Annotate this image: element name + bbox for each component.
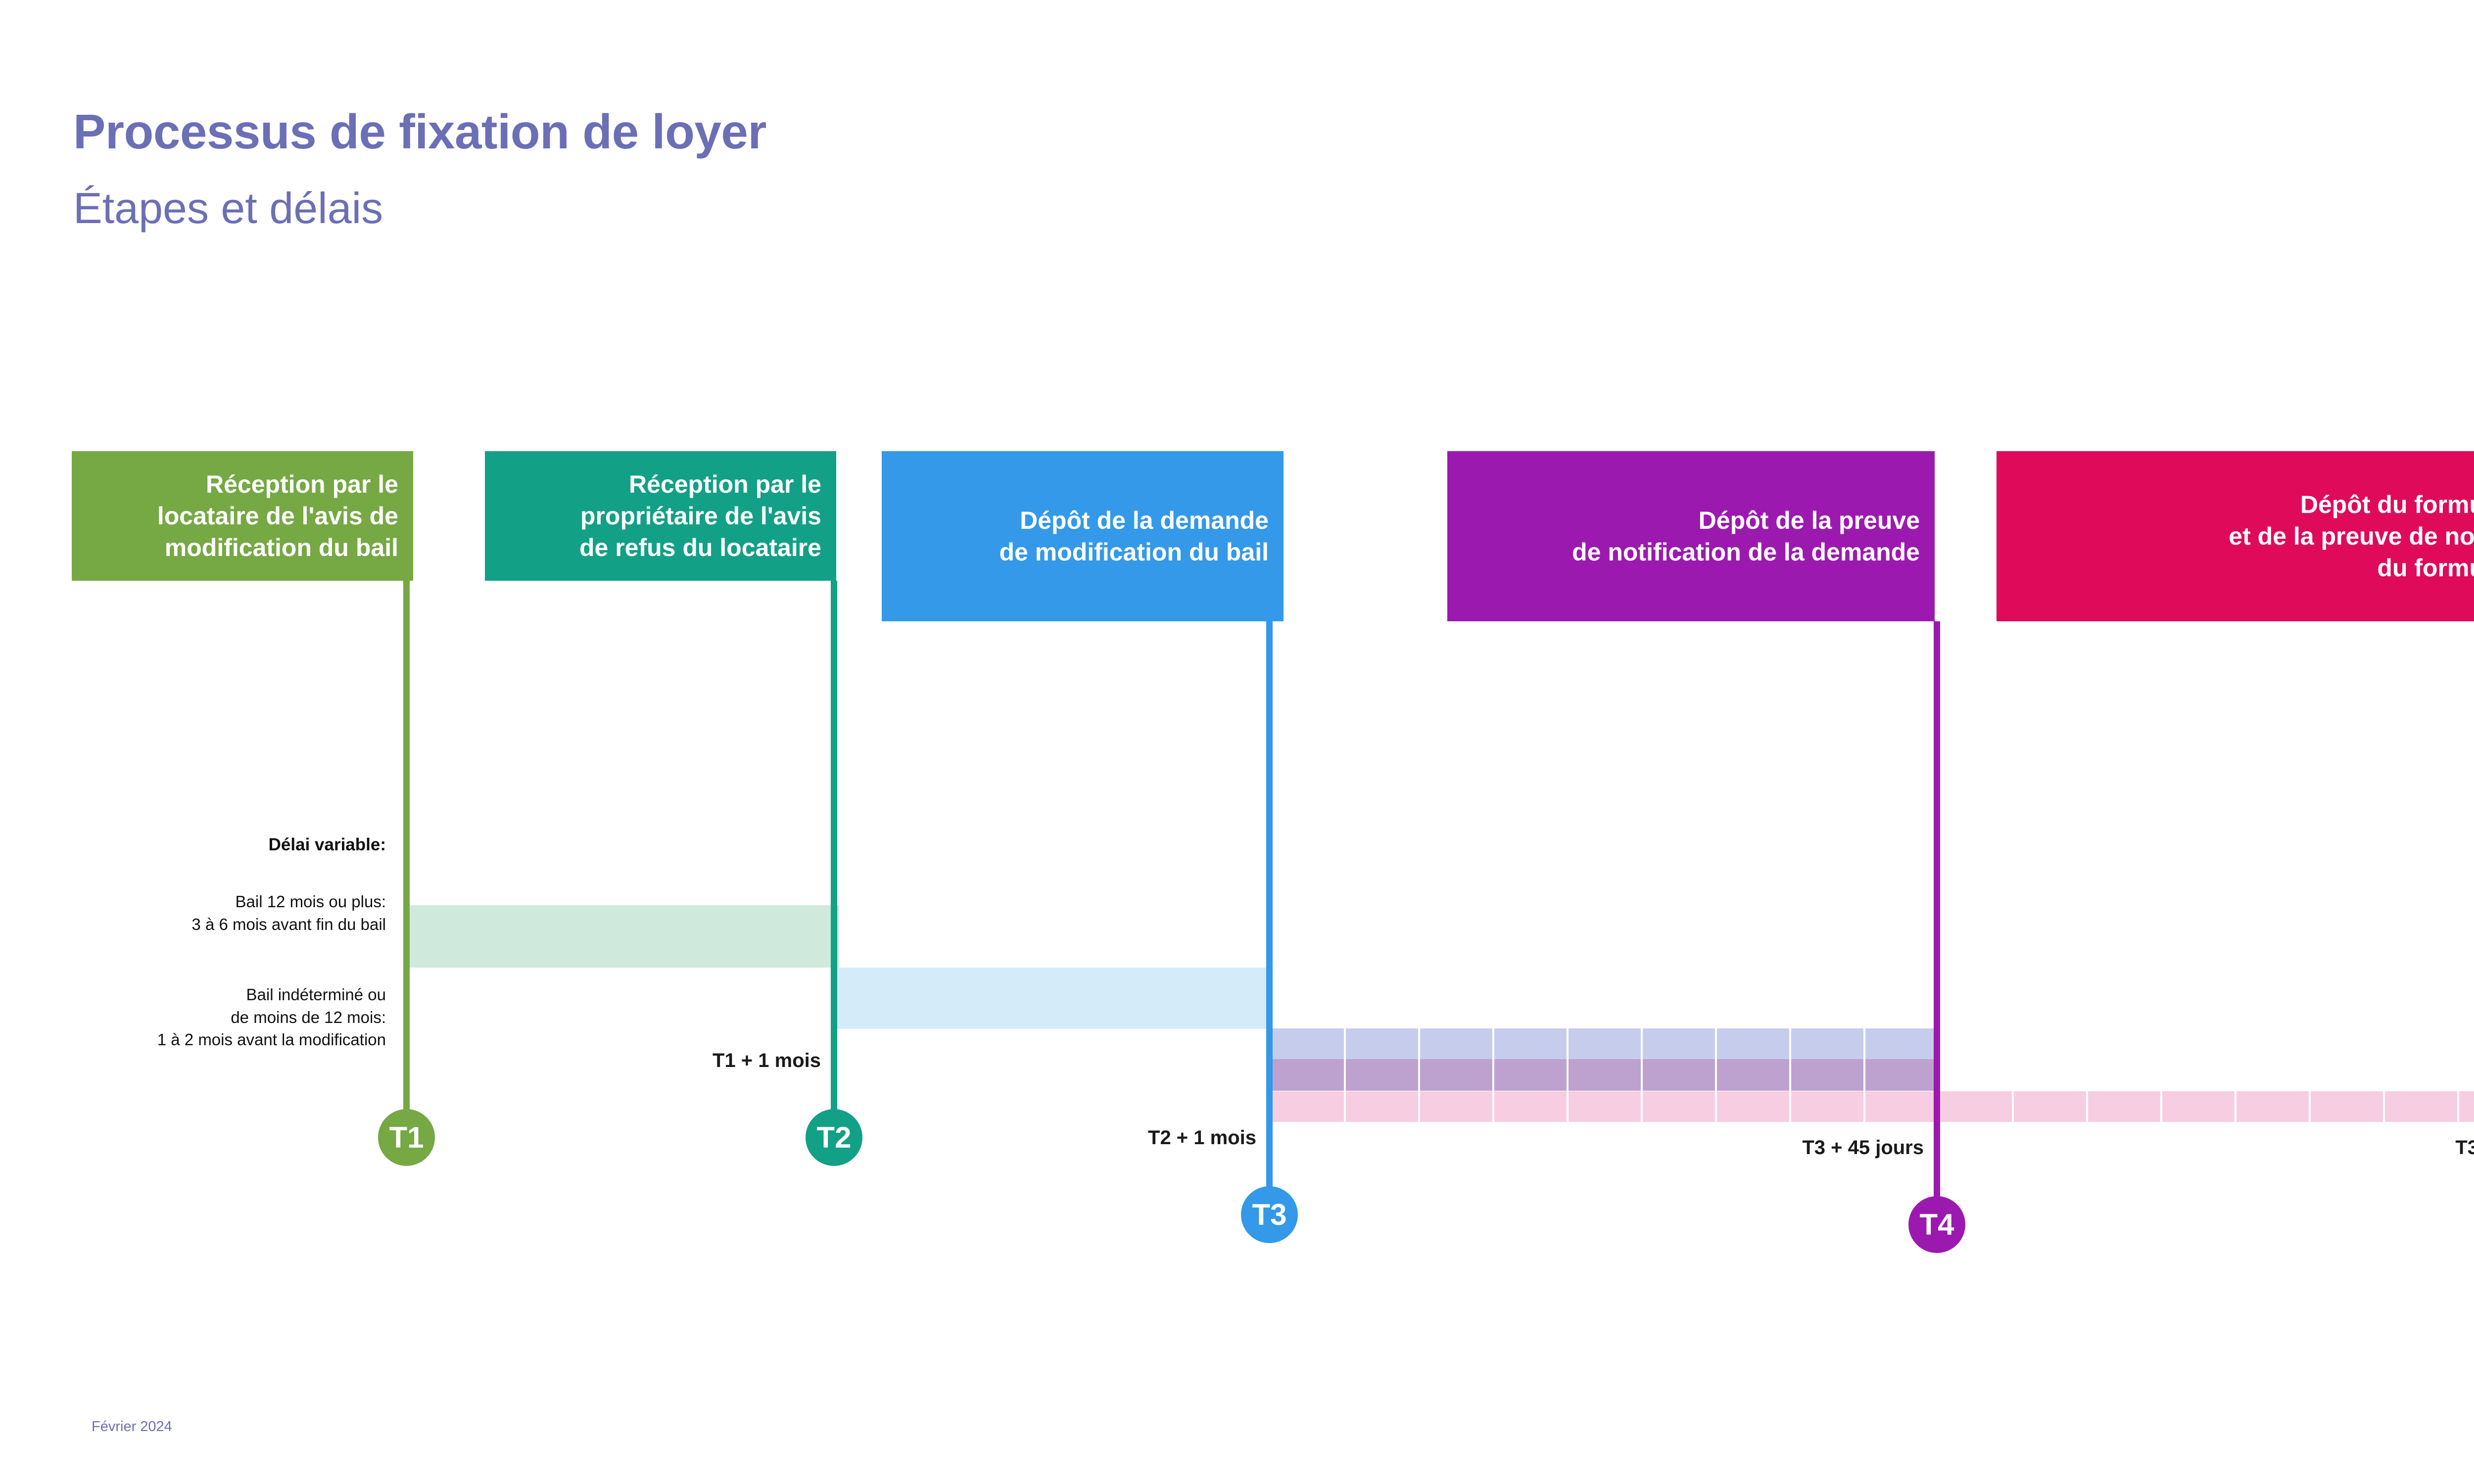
bar-segment	[1865, 1091, 1940, 1122]
bar-segment	[2014, 1091, 2088, 1122]
step-box-T3[interactable]: Dépôt de la demande de modification du b…	[882, 451, 1284, 621]
annotation-case-2-line-1: Bail indéterminé ou	[246, 985, 386, 1004]
milestone-node-T4[interactable]: T4	[1908, 1196, 1965, 1253]
duration-bar-T1-T2	[410, 905, 839, 968]
step-box-T4-line2: de notification de la demande	[1572, 538, 1920, 566]
step-box-T1-line2: locataire de l'avis de	[157, 502, 398, 530]
step-box-T4[interactable]: Dépôt de la preuve de notification de la…	[1447, 451, 1935, 621]
milestone-node-T3[interactable]: T3	[1241, 1186, 1298, 1243]
bar-segment	[1346, 1059, 1420, 1091]
bar-segment	[1940, 1091, 2014, 1122]
node-caption-T4: T3 + 45 jours	[1802, 1137, 1924, 1159]
bar-segment	[1494, 1059, 1569, 1091]
bar-segment	[2236, 1091, 2311, 1122]
step-box-T5-line1: Dépôt du formulaire RN	[2300, 491, 2474, 518]
milestone-node-T1[interactable]: T1	[378, 1109, 435, 1166]
bar-segment	[1791, 1028, 1865, 1059]
bar-segment	[2311, 1091, 2385, 1122]
node-caption-T3: T2 + 1 mois	[1148, 1127, 1256, 1149]
annotation-case-2-line-2: de moins de 12 mois:	[231, 1008, 386, 1026]
bar-segment	[1346, 1091, 1420, 1122]
step-box-T5-line2: et de la preuve de notification	[2229, 522, 2474, 550]
annotation-case-1-line-2: 3 à 6 mois avant fin du bail	[191, 915, 386, 933]
bar-segment	[1494, 1028, 1569, 1059]
bar-segment	[2459, 1091, 2474, 1122]
annotation-case-2-line-3: 1 à 2 mois avant la modification	[157, 1030, 386, 1049]
step-box-T1-line3: modification du bail	[164, 534, 398, 561]
bar-segment	[1420, 1059, 1494, 1091]
step-box-T1[interactable]: Réception par le locataire de l'avis de …	[72, 451, 413, 581]
connector-line-T2	[831, 581, 837, 1135]
bar-segment	[1420, 1028, 1494, 1059]
bar-segment	[1643, 1059, 1717, 1091]
bar-segment	[1865, 1059, 1940, 1091]
bar-segment	[2385, 1091, 2459, 1122]
bar-segment	[1272, 1091, 1346, 1122]
bar-segment	[2162, 1091, 2236, 1122]
page-subtitle: Étapes et délais	[73, 184, 383, 232]
duration-bar-T3-T4-upper	[1272, 1028, 1940, 1059]
node-caption-T5: T3 + 90 jours	[2455, 1137, 2474, 1159]
step-box-T5[interactable]: Dépôt du formulaire RN et de la preuve d…	[1997, 451, 2474, 621]
milestone-node-T1-label: T1	[389, 1121, 424, 1154]
step-box-T1-line1: Réception par le	[206, 470, 398, 498]
footer-date: Février 2024	[92, 1419, 172, 1435]
milestone-node-T3-label: T3	[1252, 1198, 1287, 1231]
bar-segment	[1420, 1091, 1494, 1122]
bar-segment	[1791, 1091, 1865, 1122]
connector-line-T4	[1934, 621, 1940, 1215]
bar-segment	[1717, 1091, 1791, 1122]
bar-segment	[1643, 1091, 1717, 1122]
milestone-node-T2[interactable]: T2	[806, 1109, 862, 1166]
annotation-heading: Délai variable:	[268, 835, 386, 854]
bar-segment	[1272, 1059, 1346, 1091]
bar-segment	[1569, 1091, 1643, 1122]
bar-segment	[1717, 1028, 1791, 1059]
step-box-T5-line3: du formulaire RN	[2377, 554, 2474, 582]
step-box-T4-line1: Dépôt de la preuve	[1698, 507, 1920, 534]
annotation-case-1-line-1: Bail 12 mois ou plus:	[235, 892, 386, 911]
step-box-T3-line1: Dépôt de la demande	[1020, 507, 1269, 534]
connector-line-T3	[1266, 621, 1273, 1205]
bar-segment	[1865, 1028, 1940, 1059]
bar-segment	[1569, 1028, 1643, 1059]
duration-bar-T3-T4-lower	[1272, 1059, 1940, 1091]
milestone-node-T4-label: T4	[1919, 1208, 1954, 1241]
step-box-T3-line2: de modification du bail	[999, 538, 1269, 566]
connector-line-T1	[403, 581, 410, 1135]
step-box-T2-line2: propriétaire de l'avis	[580, 502, 821, 530]
page-title: Processus de fixation de loyer	[73, 104, 767, 159]
node-caption-T2: T1 + 1 mois	[713, 1050, 821, 1071]
bar-segment	[1643, 1028, 1717, 1059]
duration-bar-T2-T3	[837, 968, 1273, 1029]
step-box-T2-line3: de refus du locataire	[579, 534, 821, 561]
bar-segment	[1346, 1028, 1420, 1059]
bar-segment	[1494, 1091, 1569, 1122]
bar-segment	[1791, 1059, 1865, 1091]
bar-segment	[1569, 1059, 1643, 1091]
bar-segment	[1717, 1059, 1791, 1091]
bar-segment	[2088, 1091, 2162, 1122]
annotation-case-2: Bail indéterminé ou de moins de 12 mois:…	[64, 983, 386, 1051]
bar-segment	[1272, 1028, 1346, 1059]
milestone-node-T2-label: T2	[816, 1121, 852, 1154]
duration-bar-T3-T5	[1272, 1091, 2474, 1122]
step-box-T2[interactable]: Réception par le propriétaire de l'avis …	[485, 451, 836, 581]
step-box-T2-line1: Réception par le	[629, 470, 821, 498]
annotation-case-1: Bail 12 mois ou plus: 3 à 6 mois avant f…	[89, 890, 386, 935]
